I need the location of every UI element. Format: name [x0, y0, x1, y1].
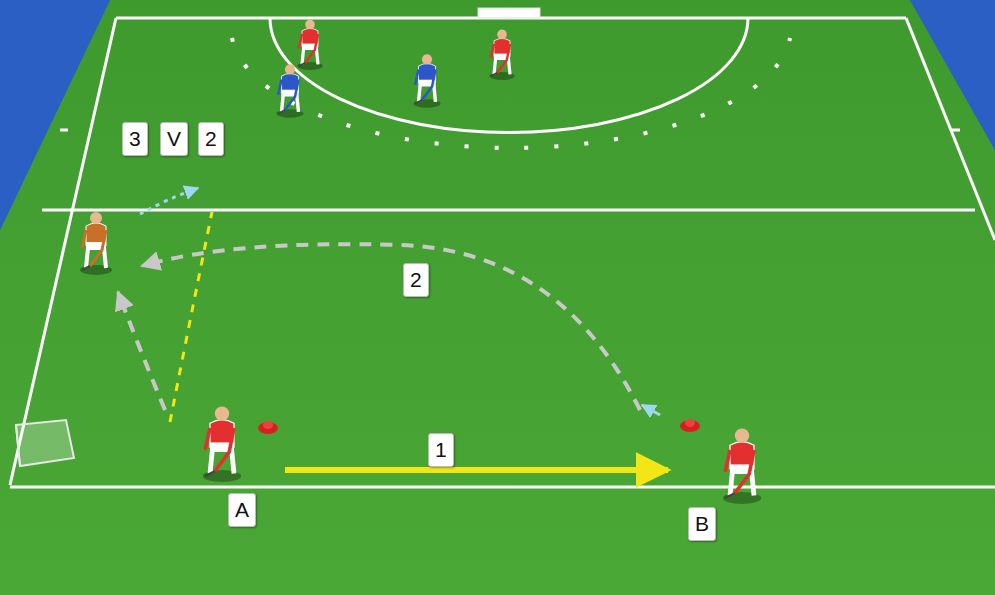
- callout-label: 1: [428, 433, 454, 467]
- callout-label: B: [688, 507, 716, 541]
- callout-label: 2: [198, 122, 224, 156]
- callout-label: 2: [403, 263, 429, 297]
- player-figure: [203, 406, 241, 482]
- callout-label: V: [160, 122, 188, 156]
- player-figure: [276, 64, 303, 118]
- callout-label: A: [228, 493, 256, 527]
- player-figure: [297, 20, 323, 70]
- player-figure: [413, 54, 440, 108]
- player-figure: [723, 428, 761, 504]
- player-figure: [489, 30, 515, 80]
- callout-label: 3: [122, 122, 148, 156]
- player-figure: [80, 212, 112, 275]
